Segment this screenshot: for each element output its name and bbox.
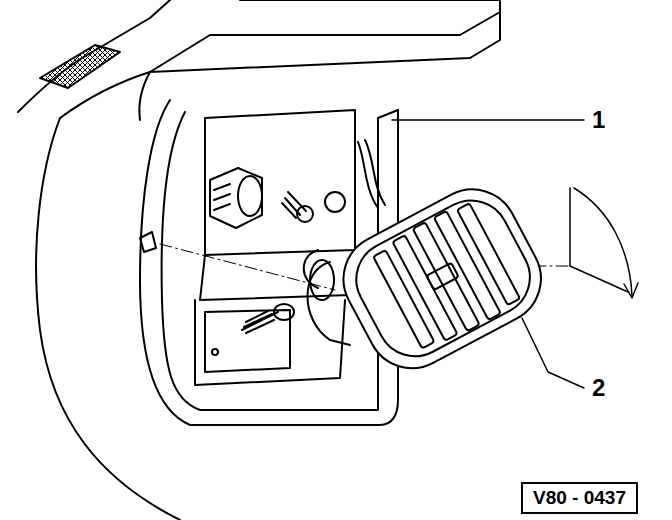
callout-number: 1 <box>590 108 607 132</box>
callout-number: 2 <box>590 376 607 400</box>
figure-number-box: V80 - 0437 <box>521 482 638 514</box>
figure-number: V80 - 0437 <box>533 487 626 509</box>
